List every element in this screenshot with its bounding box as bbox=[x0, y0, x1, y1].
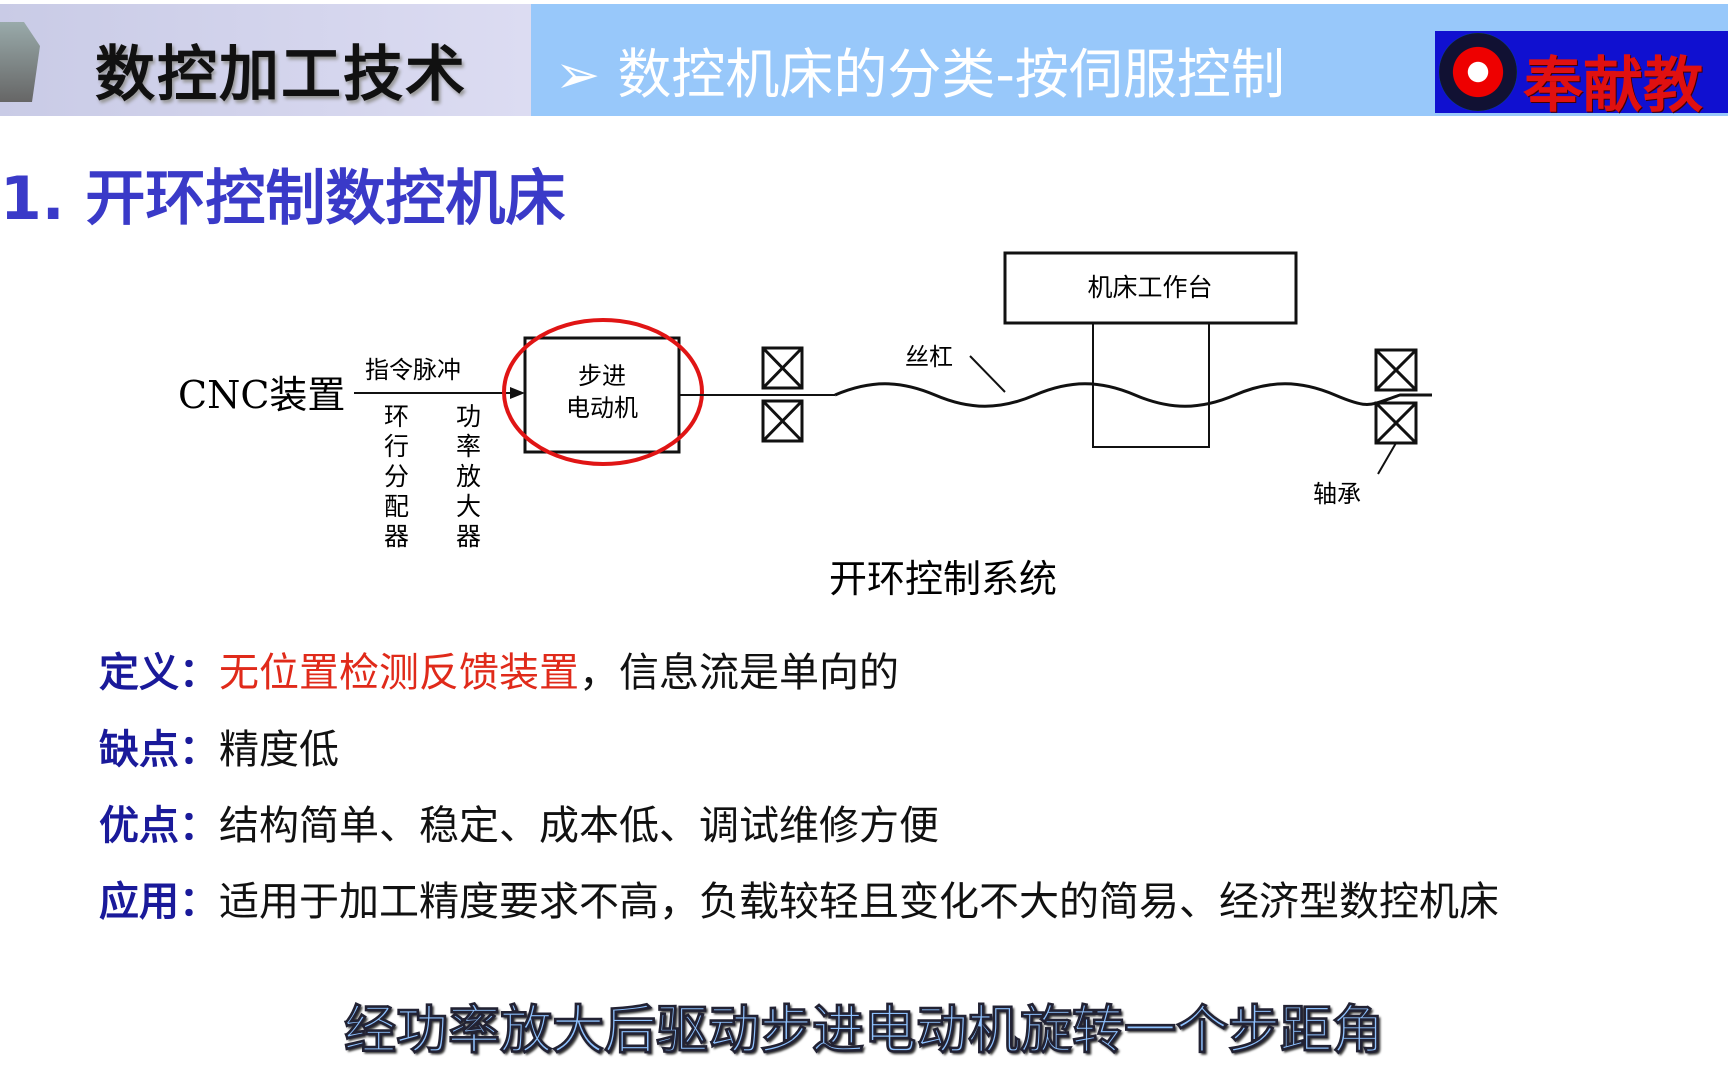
cnc-label: CNC装置 bbox=[178, 373, 345, 417]
bearing-left bbox=[761, 346, 804, 443]
svg-text:大: 大 bbox=[456, 492, 481, 521]
motor-label-2: 电动机 bbox=[566, 394, 638, 422]
diagram-caption: 开环控制系统 bbox=[829, 557, 1057, 601]
bearing-label: 轴承 bbox=[1313, 480, 1361, 508]
definition-line: 定义：无位置检测反馈装置，信息流是单向的 bbox=[99, 640, 899, 698]
disadvantage-label: 缺点： bbox=[99, 727, 219, 773]
pulse-label: 指令脉冲 bbox=[365, 356, 461, 384]
svg-text:配: 配 bbox=[384, 492, 409, 521]
header-left-panel: 数控加工技术 bbox=[0, 4, 531, 116]
table-label: 机床工作台 bbox=[1087, 273, 1212, 302]
svg-text:行: 行 bbox=[384, 432, 409, 461]
slide-title: 1. 开环控制数控机床 bbox=[0, 164, 566, 234]
motor-label-1: 步进 bbox=[578, 362, 626, 390]
distributor-label: 环 行 分 配 器 bbox=[384, 402, 409, 551]
bearing-right bbox=[1374, 348, 1418, 445]
slide-header: 数控加工技术 ➢ 数控机床的分类-按伺服控制 奉献教 bbox=[0, 4, 1728, 121]
svg-text:器: 器 bbox=[456, 522, 481, 551]
advantage-text: 结构简单、稳定、成本低、调试维修方便 bbox=[219, 803, 939, 849]
amplifier-label: 功 率 放 大 器 bbox=[456, 402, 481, 551]
logo: 奉献教 bbox=[1435, 31, 1728, 121]
advantage-line: 优点：结构简单、稳定、成本低、调试维修方便 bbox=[99, 793, 939, 851]
screw-leader bbox=[969, 355, 1006, 393]
logo-text: 奉献教 bbox=[1523, 51, 1703, 121]
screw-label: 丝杠 bbox=[905, 343, 953, 371]
disadvantage-text: 精度低 bbox=[219, 727, 339, 773]
svg-text:功: 功 bbox=[456, 402, 481, 431]
logo-disc-icon bbox=[1439, 33, 1517, 111]
nut-block bbox=[1092, 322, 1210, 448]
application-line: 应用：适用于加工精度要求不高，负载较轻且变化不大的简易、经济型数控机床 bbox=[99, 869, 1499, 927]
disadvantage-line: 缺点：精度低 bbox=[99, 717, 339, 775]
red-circle-annotation bbox=[502, 318, 704, 466]
svg-text:率: 率 bbox=[456, 432, 481, 461]
svg-text:分: 分 bbox=[384, 462, 409, 491]
definition-label: 定义： bbox=[99, 650, 219, 696]
application-label: 应用： bbox=[99, 879, 219, 925]
arrowhead bbox=[510, 387, 525, 399]
advantage-label: 优点： bbox=[99, 803, 219, 849]
svg-text:环: 环 bbox=[384, 402, 409, 431]
section-title: ➢ 数控机床的分类-按伺服控制 bbox=[555, 43, 1285, 106]
course-title: 数控加工技术 bbox=[95, 40, 467, 110]
definition-highlight: 无位置检测反馈装置 bbox=[219, 650, 579, 696]
bearing-leader bbox=[1377, 442, 1397, 475]
svg-text:放: 放 bbox=[456, 462, 481, 491]
definition-text: ，信息流是单向的 bbox=[579, 650, 899, 696]
video-subtitle: 经功率放大后驱动步进电动机旋转一个步距角 bbox=[343, 1001, 1384, 1062]
lead-screw bbox=[834, 382, 1432, 408]
svg-text:器: 器 bbox=[384, 522, 409, 551]
application-text: 适用于加工精度要求不高，负载较轻且变化不大的简易、经济型数控机床 bbox=[219, 879, 1499, 925]
